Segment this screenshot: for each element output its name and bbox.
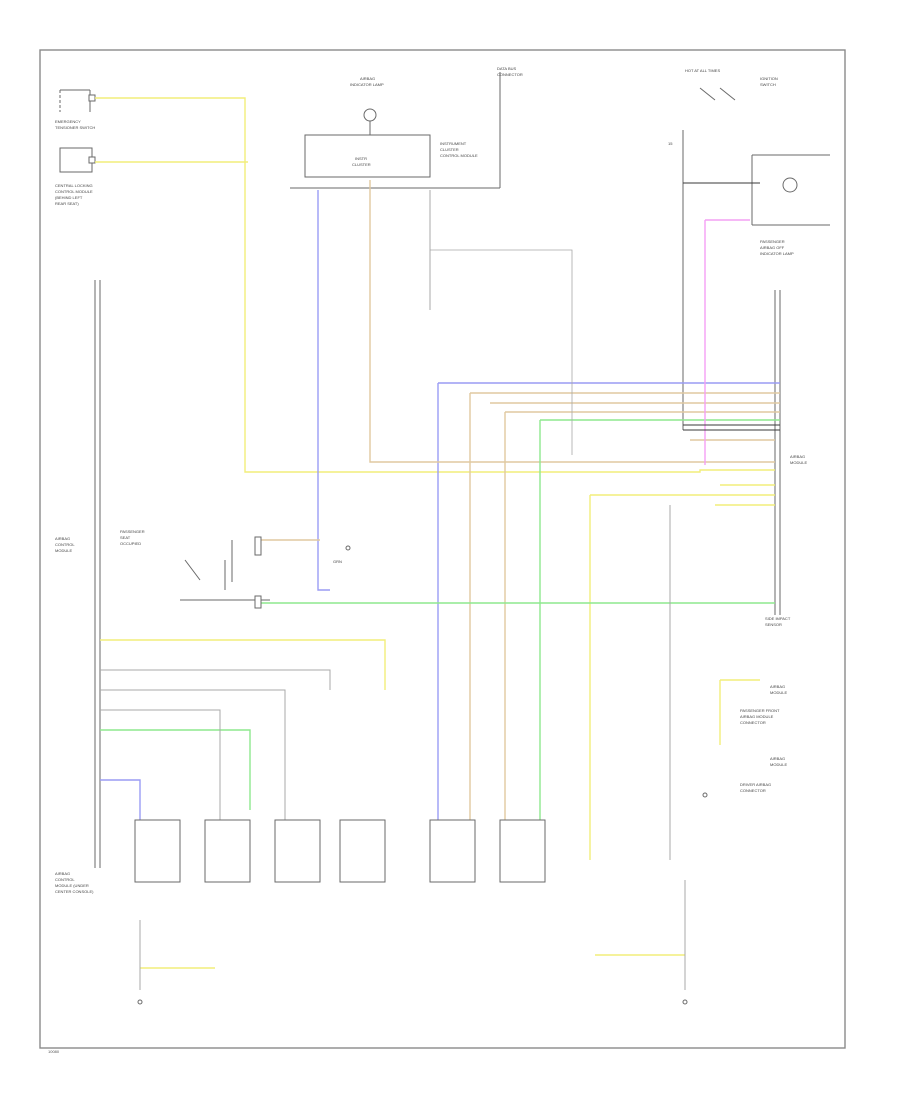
wires — [95, 97, 780, 990]
airbag-control-module-pins: AIRBAG CONTROL MODULE AIRBAG CONTROL MOD… — [55, 280, 101, 894]
svg-text:DATA BUS: DATA BUS — [497, 66, 517, 71]
ground-icon — [345, 545, 351, 551]
svg-text:AIRBAG MODULE: AIRBAG MODULE — [740, 714, 774, 719]
right-connector-strip: AIRBAG MODULE — [774, 290, 807, 615]
airbag-control-module-top: AIRBAG INDICATOR LAMP INSTR CLUSTER INST… — [290, 66, 523, 189]
svg-text:GRN: GRN — [333, 559, 342, 564]
wire-gray-pin1 — [100, 669, 331, 690]
passenger-detection-module: PASSENGER AIRBAG OFF INDICATOR LAMP — [751, 154, 830, 256]
module-box — [204, 819, 251, 883]
svg-text:MODULE: MODULE — [55, 548, 72, 553]
svg-text:CENTRAL LOCKING: CENTRAL LOCKING — [55, 183, 93, 188]
svg-text:CONNECTOR: CONNECTOR — [740, 720, 766, 725]
emergency-tensioner-switch: EMERGENCY TENSIONER SWITCH — [55, 89, 96, 130]
svg-text:AIRBAG: AIRBAG — [360, 76, 375, 81]
svg-text:CONTROL MODULE: CONTROL MODULE — [440, 153, 478, 158]
svg-text:HOT AT ALL TIMES: HOT AT ALL TIMES — [685, 68, 720, 73]
svg-text:REAR SEAT): REAR SEAT) — [55, 201, 79, 206]
footer-code: 10080 — [48, 1049, 60, 1054]
svg-text:CONTROL: CONTROL — [55, 542, 75, 547]
svg-text:CONTROL: CONTROL — [55, 877, 75, 882]
lamp-icon — [363, 108, 377, 122]
svg-text:SWITCH: SWITCH — [760, 82, 776, 87]
wire-gray-pin3 — [100, 709, 221, 820]
module-box — [499, 819, 546, 883]
svg-text:CLUSTER: CLUSTER — [352, 162, 371, 167]
right-annotations: SIDE IMPACT SENSOR AIRBAG MODULE PASSENG… — [740, 616, 791, 793]
diagram-frame — [39, 49, 846, 1049]
svg-text:MODULE: MODULE — [790, 460, 807, 465]
module-box — [134, 819, 181, 883]
module-box — [339, 819, 386, 883]
svg-text:DRIVER AIRBAG: DRIVER AIRBAG — [740, 782, 771, 787]
wire-gray-2 — [430, 249, 573, 455]
svg-text:15: 15 — [668, 141, 673, 146]
bottom-modules — [134, 819, 546, 883]
svg-text:TENSIONER SWITCH: TENSIONER SWITCH — [55, 125, 95, 130]
svg-text:CONNECTOR: CONNECTOR — [740, 788, 766, 793]
ground-icon — [682, 999, 688, 1005]
svg-text:INDICATOR LAMP: INDICATOR LAMP — [350, 82, 384, 87]
ignition-switch: HOT AT ALL TIMES IGNITION SWITCH 15 — [668, 68, 778, 430]
svg-text:AIRBAG: AIRBAG — [55, 871, 70, 876]
svg-text:MODULE: MODULE — [770, 762, 787, 767]
ground-symbols — [137, 545, 708, 1005]
svg-text:MODULE: MODULE — [770, 690, 787, 695]
svg-text:SEAT: SEAT — [120, 535, 131, 540]
switch-icon — [184, 559, 201, 581]
wire-yellow-pin — [100, 639, 386, 690]
wire-green-pin — [100, 729, 251, 810]
svg-text:PASSENGER FRONT: PASSENGER FRONT — [740, 708, 780, 713]
svg-text:INSTR: INSTR — [355, 156, 367, 161]
wire-tan-center — [369, 180, 775, 463]
svg-text:CLUSTER: CLUSTER — [440, 147, 459, 152]
svg-text:CONTROL MODULE: CONTROL MODULE — [55, 189, 93, 194]
svg-text:CONNECTOR: CONNECTOR — [497, 72, 523, 77]
module-box — [274, 819, 321, 883]
svg-text:AIRBAG: AIRBAG — [55, 536, 70, 541]
svg-text:EMERGENCY: EMERGENCY — [55, 119, 81, 124]
svg-text:AIRBAG: AIRBAG — [770, 684, 785, 689]
svg-text:AIRBAG OFF: AIRBAG OFF — [760, 245, 785, 250]
svg-text:MODULE (UNDER: MODULE (UNDER — [55, 883, 89, 888]
svg-text:IGNITION: IGNITION — [760, 76, 778, 81]
svg-text:AIRBAG: AIRBAG — [770, 756, 785, 761]
wire-blue-left — [317, 190, 330, 591]
module-box — [429, 819, 476, 883]
wire-yellow-emergency — [95, 97, 775, 473]
svg-text:PASSENGER: PASSENGER — [120, 529, 145, 534]
wire-gray-pin2 — [100, 689, 286, 820]
ground-icon — [702, 792, 708, 798]
wire-blue-pin — [100, 779, 141, 850]
svg-text:PASSENGER: PASSENGER — [760, 239, 785, 244]
svg-text:INDICATOR LAMP: INDICATOR LAMP — [760, 251, 794, 256]
svg-text:SIDE IMPACT: SIDE IMPACT — [765, 616, 791, 621]
svg-text:AIRBAG: AIRBAG — [790, 454, 805, 459]
svg-text:OCCUPIED: OCCUPIED — [120, 541, 141, 546]
central-locking-control-module: CENTRAL LOCKING CONTROL MODULE (BEHIND L… — [55, 147, 96, 206]
svg-text:CENTER CONSOLE): CENTER CONSOLE) — [55, 889, 94, 894]
svg-text:SENSOR: SENSOR — [765, 622, 782, 627]
svg-text:(BEHIND LEFT: (BEHIND LEFT — [55, 195, 83, 200]
svg-text:INSTRUMENT: INSTRUMENT — [440, 141, 467, 146]
passenger-seat-switch: PASSENGER SEAT OCCUPIED GRN — [120, 529, 342, 609]
ground-icon — [137, 999, 143, 1005]
